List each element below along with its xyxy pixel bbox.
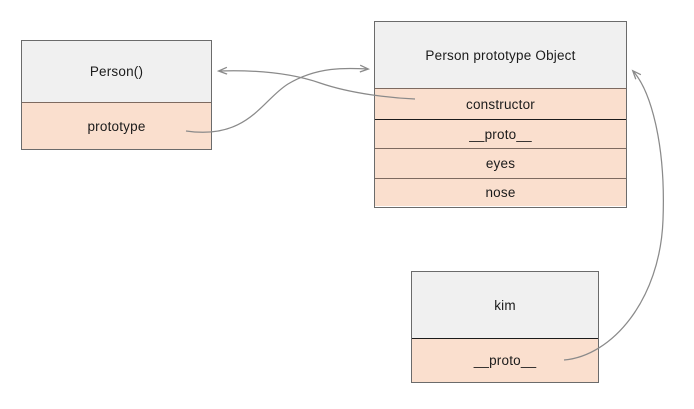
kim-instance-row-proto[interactable]: __proto__: [412, 338, 598, 382]
person-prototype-object-box[interactable]: Person prototype Object constructor __pr…: [374, 21, 627, 208]
person-prototype-row-constructor[interactable]: constructor: [375, 88, 626, 119]
person-prototype-object-header: Person prototype Object: [375, 22, 626, 88]
person-prototype-row-eyes[interactable]: eyes: [375, 148, 626, 178]
person-function-row-prototype[interactable]: prototype: [22, 102, 211, 149]
kim-instance-box[interactable]: kim __proto__: [411, 271, 599, 383]
person-function-box[interactable]: Person() prototype: [21, 40, 212, 150]
edge-prototype-to-prototype-object: [185, 68, 368, 133]
person-prototype-row-proto[interactable]: __proto__: [375, 119, 626, 148]
person-function-header: Person(): [22, 41, 211, 102]
kim-instance-header: kim: [412, 272, 598, 338]
person-prototype-row-nose[interactable]: nose: [375, 178, 626, 206]
